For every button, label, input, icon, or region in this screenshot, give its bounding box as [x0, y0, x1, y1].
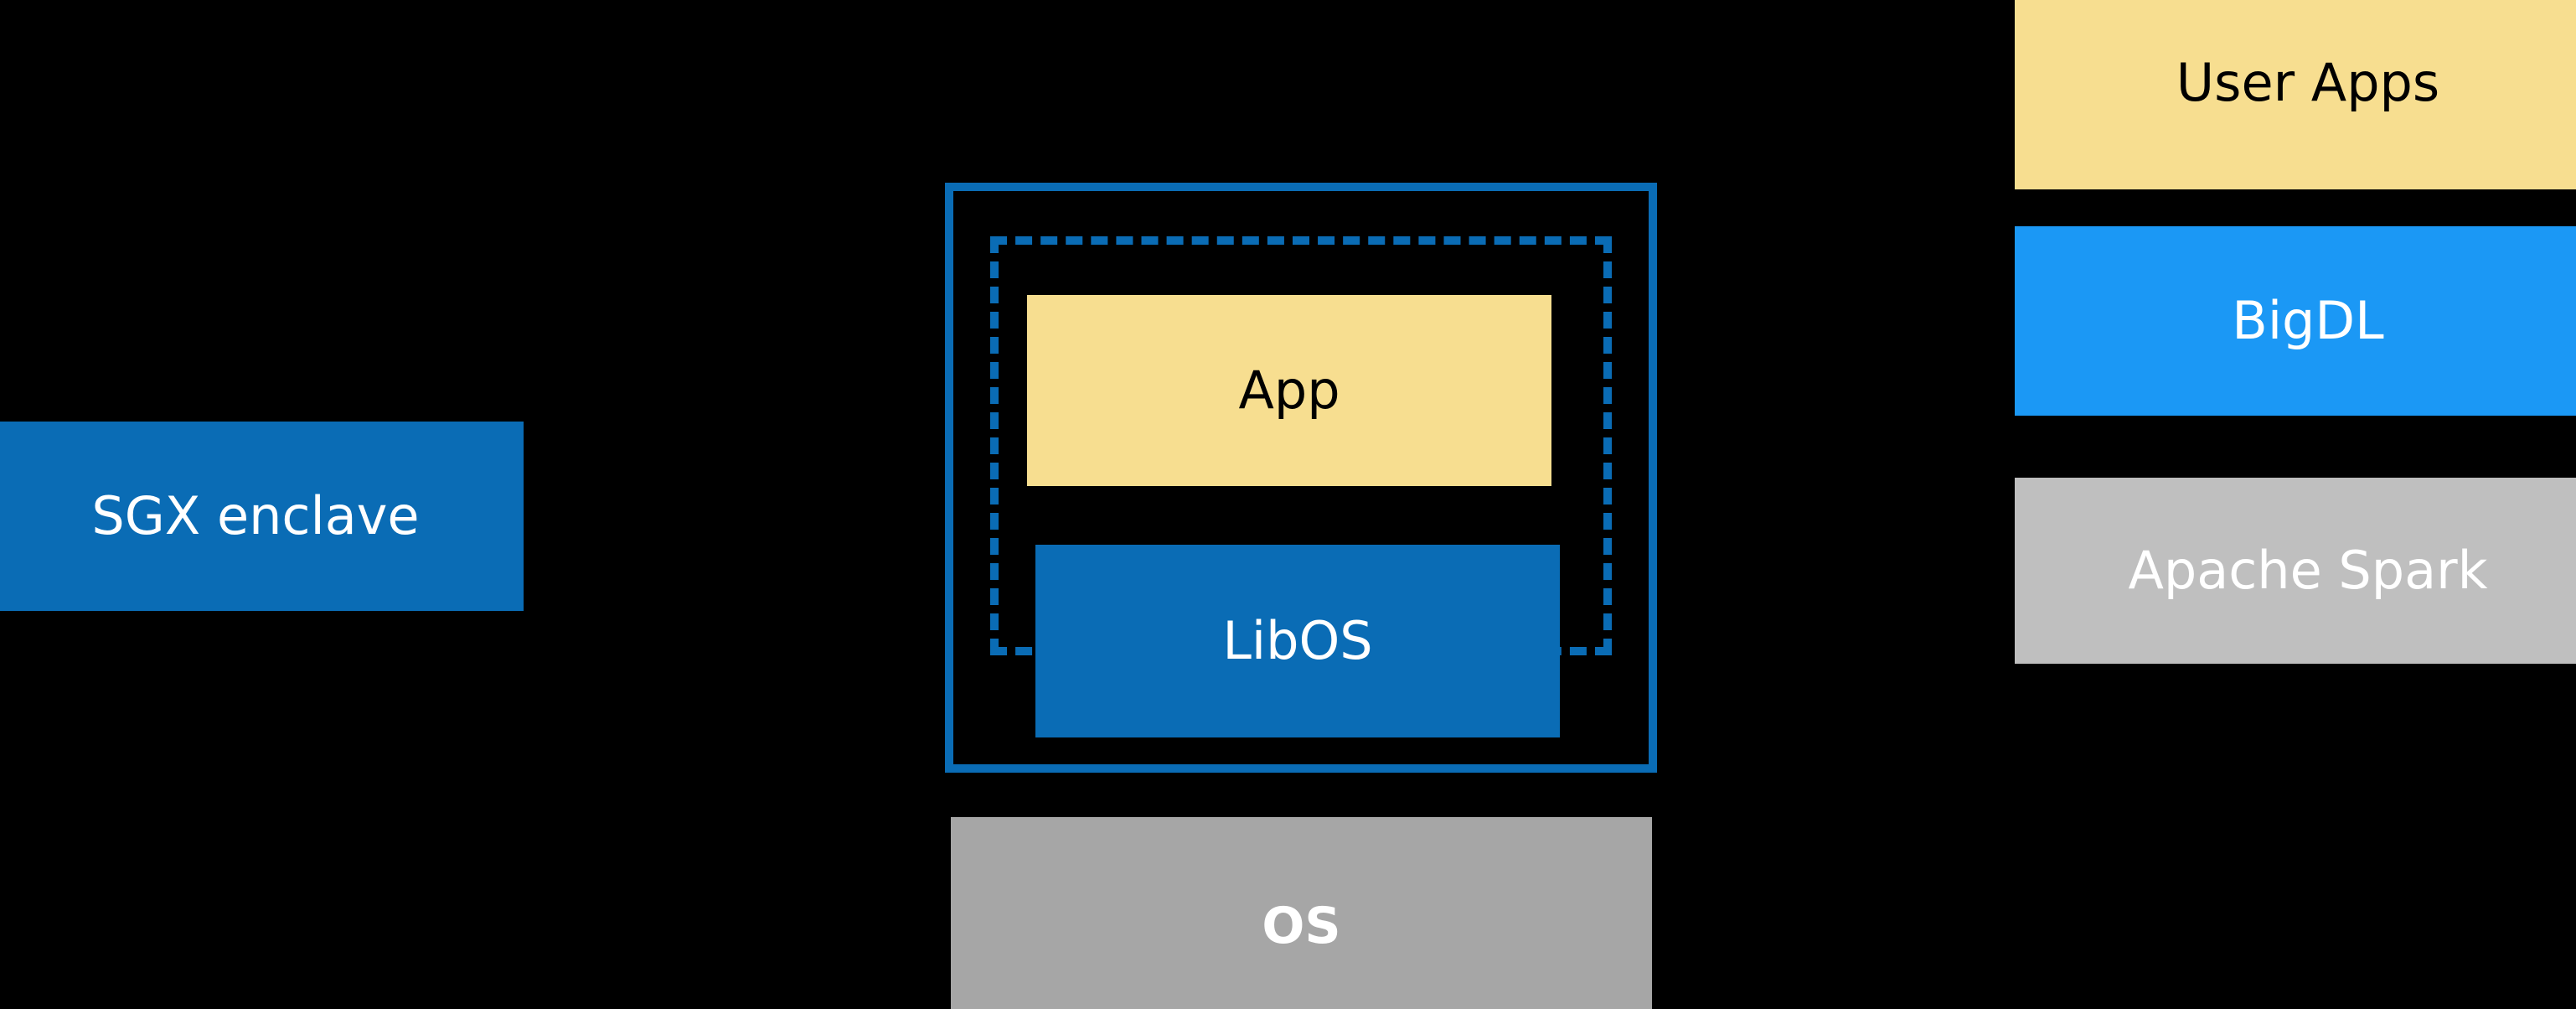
sgx-enclave-box[interactable]: SGX enclave	[0, 422, 524, 611]
apache-spark-label: Apache Spark	[2128, 539, 2488, 601]
bigdl-label: BigDL	[2232, 289, 2384, 351]
outer-enclave-boundary	[945, 183, 1657, 773]
bigdl-box[interactable]: BigDL	[2015, 226, 2576, 416]
os-label: OS	[1262, 897, 1341, 955]
app-label: App	[1238, 359, 1340, 421]
libos-label: LibOS	[1222, 609, 1373, 671]
sgx-enclave-label: SGX enclave	[91, 484, 420, 546]
app-box[interactable]: App	[1027, 295, 1551, 486]
libos-box[interactable]: LibOS	[1035, 545, 1560, 737]
user-apps-box[interactable]: User Apps	[2015, 0, 2576, 189]
user-apps-label: User Apps	[2176, 51, 2440, 113]
os-box[interactable]: OS	[951, 817, 1652, 1009]
apache-spark-box[interactable]: Apache Spark	[2015, 478, 2576, 664]
